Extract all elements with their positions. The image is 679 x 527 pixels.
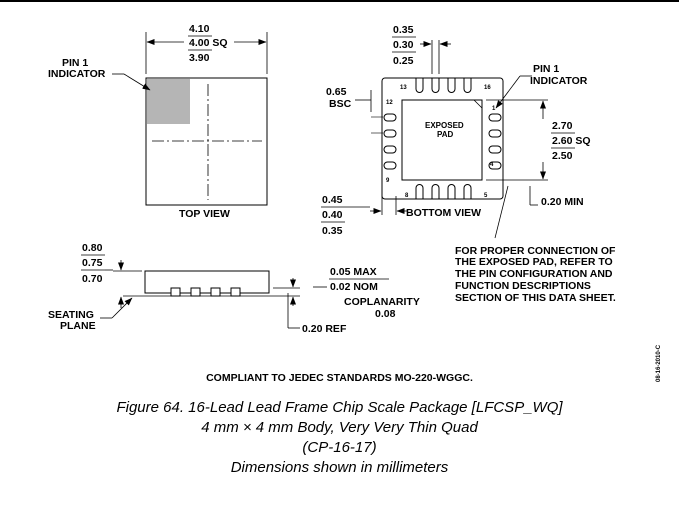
figure-caption-line2: 4 mm × 4 mm Body, Very Very Thin Quad [201,419,478,436]
lead-left-4 [383,161,397,170]
height-nom: 0.75 [82,257,103,269]
top-rule [0,0,679,2]
exposed-pad-note: FOR PROPER CONNECTION OF THE EXPOSED PAD… [455,245,616,304]
lead-thickness-ref: 0.20 REF [302,323,347,335]
side-view-body [144,270,270,294]
figure-caption-line4: Dimensions shown in millimeters [230,459,449,476]
lead-length-nom: 0.40 [322,209,343,221]
lead-top-2 [431,78,440,93]
lead-top-3 [447,78,456,93]
pin-number-13: 13 [400,85,407,91]
bottom-pin1-label-line1: PIN 1 [533,63,559,75]
note-line-3: THE PIN CONFIGURATION AND [455,268,613,280]
lead-width-nom: 0.30 [393,39,414,51]
lead-right-2 [488,129,502,138]
seating-plane-line2: PLANE [60,320,96,332]
figure-caption-line1: Figure 64. 16-Lead Lead Frame Chip Scale… [116,399,563,416]
bottom-view-body [381,77,504,200]
top-view: 4.10 4.00 SQ 3.90 PIN 1 INDICATOR TOP VI… [48,23,268,220]
lead-width-max: 0.35 [393,24,414,36]
height-max: 0.80 [82,242,103,254]
coplanarity-label: COPLANARITY [344,296,420,308]
pitch-value: 0.65 [326,86,347,98]
lead-left-2 [383,129,397,138]
exposed-pad-label-line2: PAD [437,130,454,139]
note-line-1: FOR PROPER CONNECTION OF [455,245,616,257]
lead-bottom-2 [431,184,440,199]
pitch-label: BSC [329,98,352,110]
pad-size-min: 2.50 [552,150,573,162]
note-line-2: THE EXPOSED PAD, REFER TO [455,256,613,268]
lead-right-4 [488,161,502,170]
note-line-5: SECTION OF THIS DATA SHEET. [455,292,616,304]
exposed-pad-label-line1: EXPOSED [425,121,464,130]
pin-number-1: 1 [492,106,496,112]
note-line-4: FUNCTION DESCRIPTIONS [455,280,591,292]
coplanarity-value: 0.08 [375,308,396,320]
date-code: 08-16-2010-C [656,344,662,382]
top-view-label: TOP VIEW [179,208,230,220]
lead-top-4 [463,78,472,93]
lead-top-1 [415,78,424,93]
pad-clearance: 0.20 MIN [541,196,584,208]
lead-length-min: 0.35 [322,225,343,237]
top-pin1-label-line2: INDICATOR [48,68,106,80]
pad-size-nom: 2.60 SQ [552,135,591,147]
top-width-min: 3.90 [189,52,210,64]
bottom-view-label: BOTTOM VIEW [406,207,481,219]
lead-bottom-4 [463,184,472,199]
top-view-body [145,77,268,206]
lead-width-min: 0.25 [393,55,414,67]
top-width-nom: 4.00 SQ [189,37,228,49]
lead-left-3 [383,145,397,154]
lead-bottom-3 [447,184,456,199]
top-width-max: 4.10 [189,23,210,35]
pin-number-5: 5 [484,193,488,199]
seating-plane-line1: SEATING [48,309,94,321]
lead-right-3 [488,145,502,154]
lead-bottom-1 [415,184,424,199]
pin-number-9: 9 [386,178,390,184]
pin-number-16: 16 [484,85,491,91]
pin-number-12: 12 [386,100,393,106]
bottom-view: 13 16 12 1 9 4 8 5 EXPOSED PAD 0.35 0.30… [321,24,591,239]
bottom-pin1-label-line2: INDICATOR [530,75,588,87]
figure-caption-line3: (CP-16-17) [302,439,377,456]
pin1-indicator-area [147,79,190,124]
top-pin1-label-line1: PIN 1 [62,57,88,69]
pin-number-4: 4 [490,162,494,168]
side-view: 0.80 0.75 0.70 SEATING PLANE 0.05 MAX 0.… [48,242,420,335]
standoff-nom: 0.02 NOM [330,281,378,293]
pin-number-8: 8 [405,193,409,199]
standoff-max: 0.05 MAX [330,266,377,278]
lead-right-1 [488,113,502,122]
exposed-pad [401,99,483,181]
lead-length-max: 0.45 [322,194,343,206]
pad-size-max: 2.70 [552,120,573,132]
lead-left-1 [383,113,397,122]
height-min: 0.70 [82,273,103,285]
compliance-note: COMPLIANT TO JEDEC STANDARDS MO-220-WGGC… [206,372,473,384]
